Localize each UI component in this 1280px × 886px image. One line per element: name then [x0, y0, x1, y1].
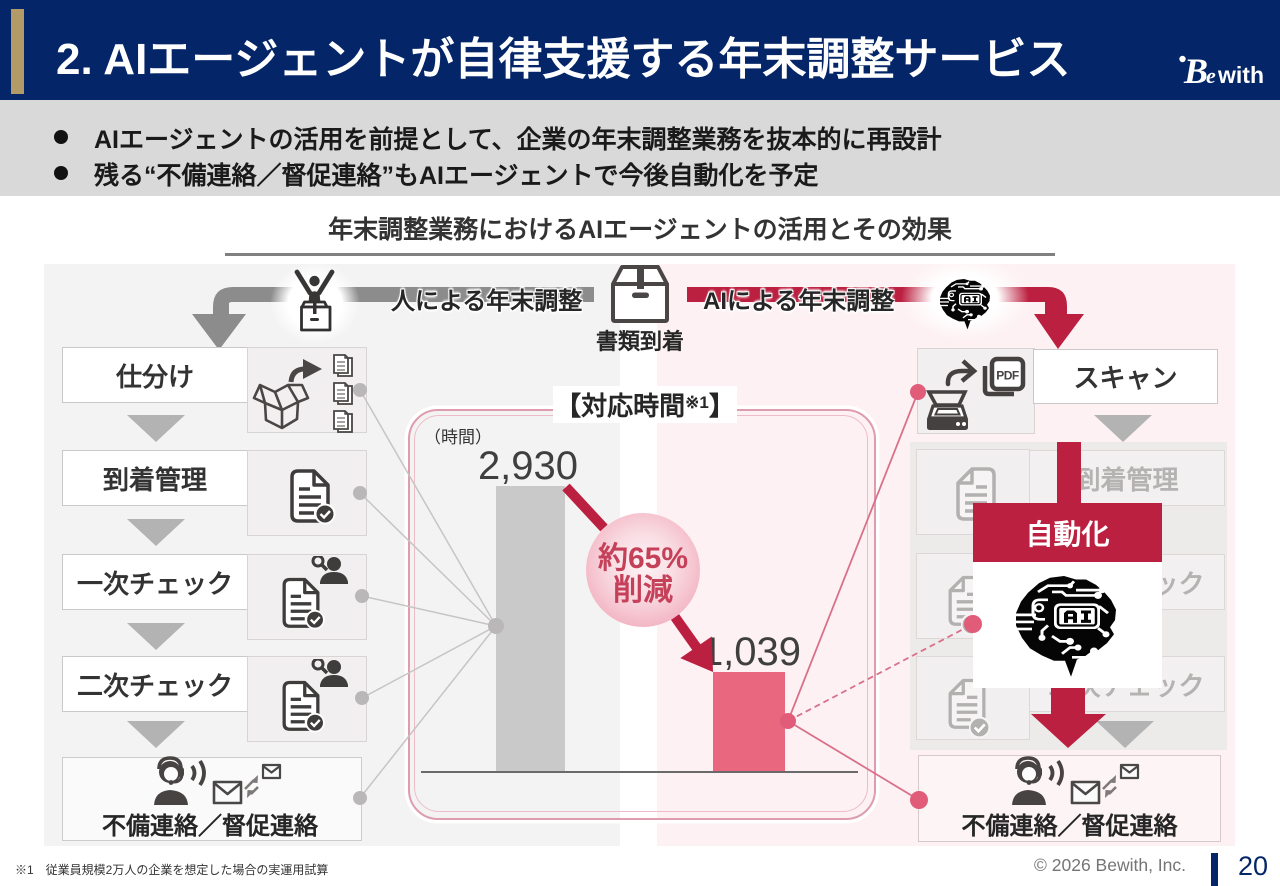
svg-text:e: e: [1206, 63, 1216, 88]
svg-text:B: B: [1183, 52, 1208, 88]
svg-text:PDF: PDF: [996, 369, 1019, 383]
svg-text:削減: 削減: [613, 574, 673, 607]
svg-text:約65%: 約65%: [598, 542, 688, 575]
svg-text:with: with: [1217, 62, 1264, 88]
